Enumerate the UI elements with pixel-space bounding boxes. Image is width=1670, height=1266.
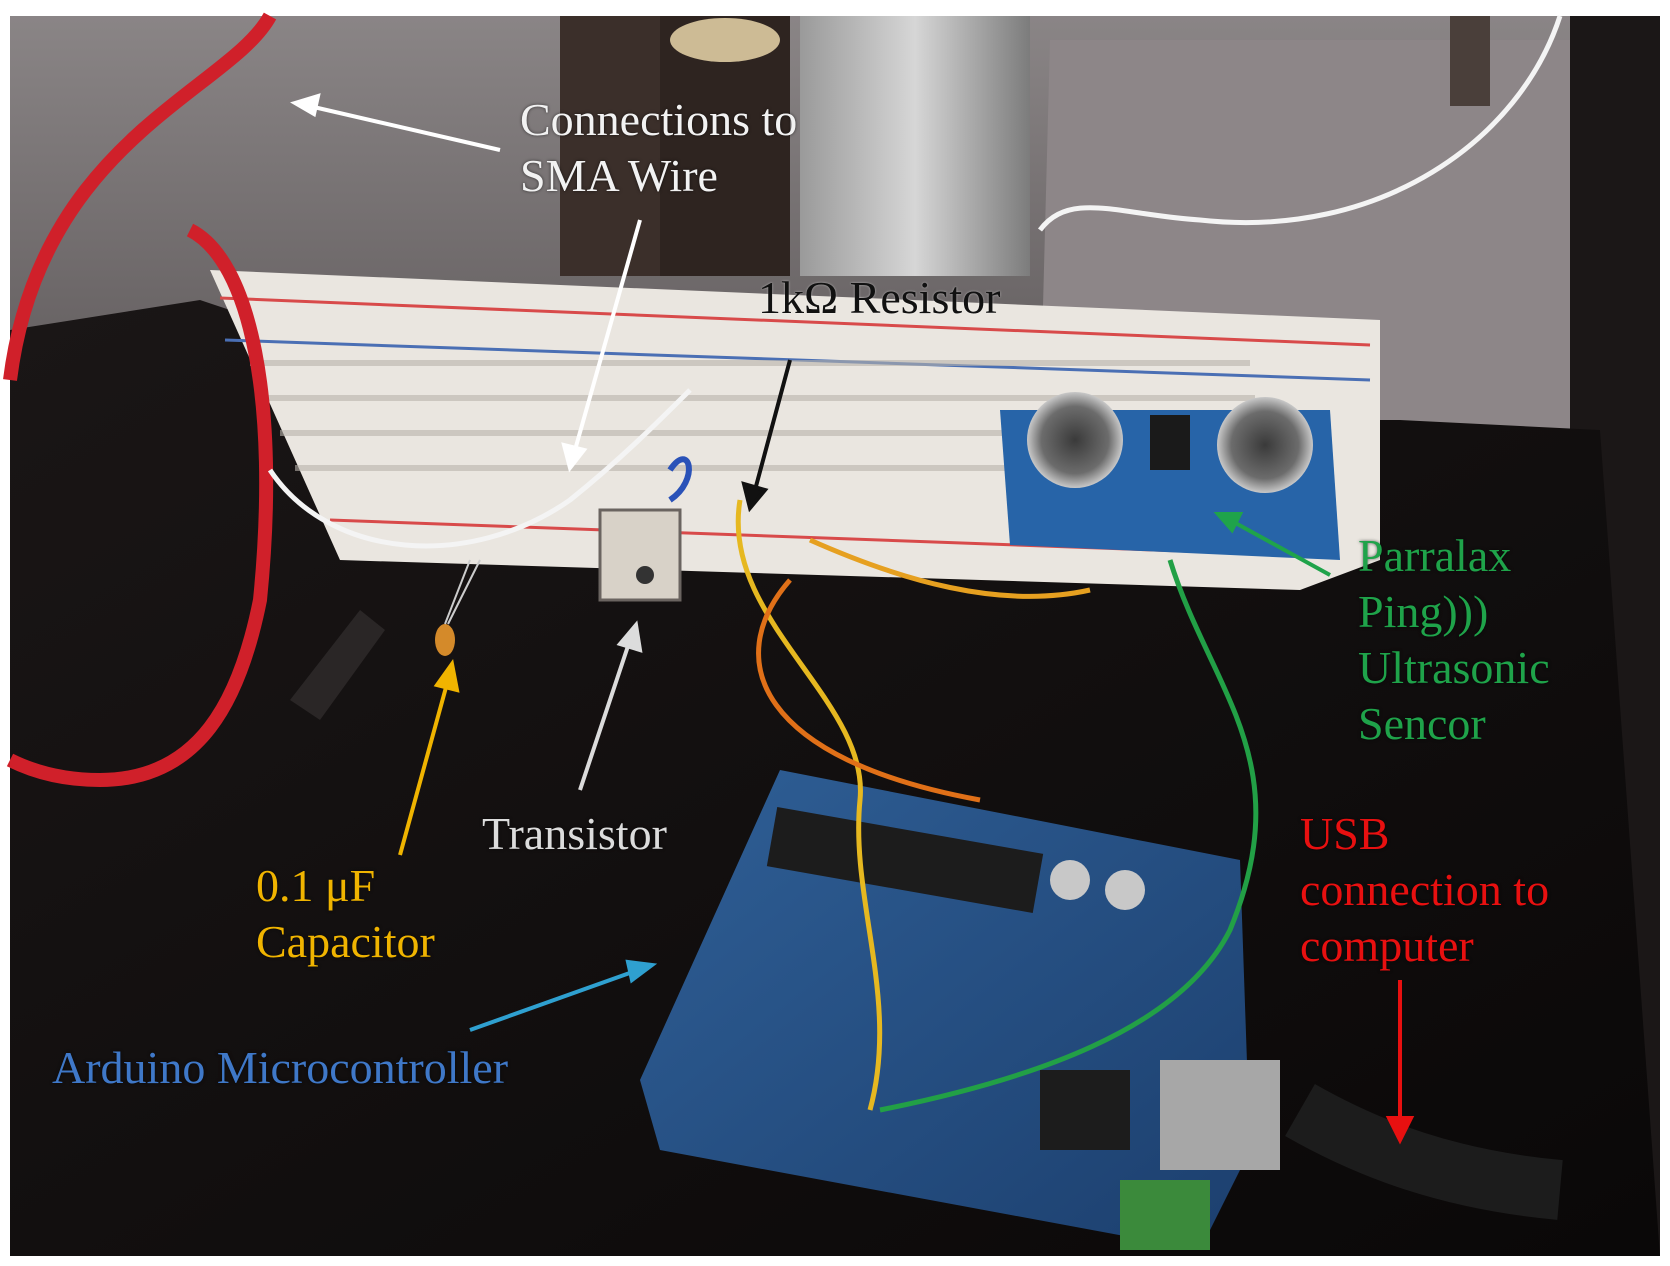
resistor-label: 1kΩ Resistor	[758, 272, 1001, 323]
white-wire	[267, 15, 1563, 549]
sma-wire-label-line2: SMA Wire	[520, 150, 718, 201]
arduino-board	[640, 770, 1280, 1250]
red-cable	[3, 12, 277, 788]
arrow-usb	[1385, 980, 1415, 1145]
green-wire	[879, 559, 1259, 1113]
blue-jumper	[667, 456, 692, 503]
arrow-sensor	[1213, 512, 1331, 577]
capacitor-label-line1: 0.1 μF	[256, 860, 376, 911]
sma-wire-label-line1: Connections to	[520, 94, 798, 145]
breadboard-rail-red-top	[219, 296, 1371, 347]
pulley	[670, 18, 780, 62]
capacitor-part	[435, 624, 455, 656]
yellow-wire-1	[735, 499, 883, 1111]
sma-wire-label: Connections to SMA Wire	[520, 92, 797, 204]
capacitor-label: 0.1 μF Capacitor	[256, 858, 435, 970]
usb-label-line3: computer	[1300, 920, 1474, 971]
arrow-sma-top	[290, 93, 501, 152]
ultrasonic-sensor	[1000, 392, 1340, 560]
yellow-wire-2	[808, 537, 1091, 599]
sensor-label-line4: Sencor	[1358, 698, 1486, 749]
sensor-label-line3: Ultrasonic	[1358, 642, 1550, 693]
sensor-label-line2: Ping)))	[1358, 586, 1489, 637]
arrow-capacitor	[398, 659, 460, 856]
sensor-label-line1: Parralax	[1358, 530, 1512, 581]
black-cylinder	[290, 610, 385, 720]
arduino-label: Arduino Microcontroller	[52, 1042, 509, 1093]
capacitor-label-line2: Capacitor	[256, 916, 435, 967]
metal-plate	[800, 16, 1030, 276]
usb-cable	[1285, 1083, 1563, 1220]
transistor-part	[598, 508, 682, 602]
orange-wire	[756, 578, 981, 803]
usb-label-line2: connection to	[1300, 864, 1550, 915]
arrow-transistor	[578, 620, 643, 791]
post-far	[1450, 16, 1490, 106]
usb-label-line1: USB	[1300, 808, 1390, 859]
arrow-arduino	[469, 959, 658, 1032]
arrow-sma-down	[561, 219, 642, 473]
usb-connection-label: USB connection to computer	[1300, 806, 1549, 974]
ultrasonic-sensor-label: Parralax Ping))) Ultrasonic Sencor	[1358, 528, 1550, 752]
arrow-resistor	[741, 359, 792, 513]
transistor-label: Transistor	[482, 808, 667, 859]
